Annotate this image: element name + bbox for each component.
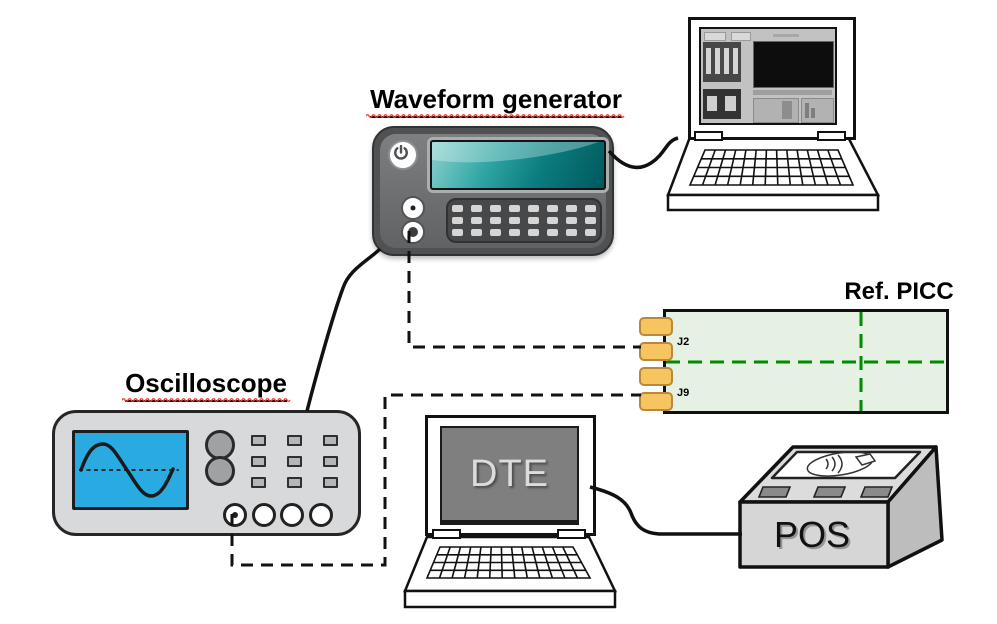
waveform-generator bbox=[372, 126, 614, 256]
bnc-channel-3-icon bbox=[280, 503, 304, 527]
picc-connector-3 bbox=[639, 367, 673, 386]
screen-gloss bbox=[432, 142, 604, 173]
contactless-icon bbox=[806, 451, 877, 477]
control-laptop-screen-bezel bbox=[688, 17, 856, 140]
keypad bbox=[446, 198, 602, 243]
pos-button bbox=[757, 486, 792, 498]
pos-label: POS bbox=[774, 514, 850, 555]
ui-panel bbox=[753, 98, 799, 123]
bnc-pin bbox=[408, 227, 418, 237]
dte-laptop-base bbox=[403, 535, 617, 609]
control-laptop-screen bbox=[699, 27, 837, 125]
ui-button bbox=[704, 32, 726, 41]
ref-picc-board bbox=[663, 309, 949, 414]
oscilloscope-title: Oscilloscope bbox=[116, 368, 296, 402]
dte-laptop-screen: DTE bbox=[440, 426, 579, 525]
laptop-hinge bbox=[817, 131, 846, 141]
waveform-thumbnail-plot bbox=[703, 42, 741, 82]
j9-label: J9 bbox=[677, 387, 690, 399]
oscilloscope-title-text: Oscilloscope bbox=[125, 368, 287, 402]
sine-wave-icon bbox=[79, 442, 179, 498]
dte-label: DTE bbox=[470, 452, 549, 495]
power-button-icon bbox=[388, 140, 418, 170]
pos-terminal: POS bbox=[738, 445, 944, 569]
ui-panel bbox=[801, 98, 834, 123]
oscilloscope-buttons bbox=[251, 435, 338, 488]
waveform-generator-screen bbox=[430, 140, 606, 190]
dte-laptop-screen-bezel: DTE bbox=[425, 415, 596, 536]
pos-button bbox=[859, 486, 894, 498]
oscilloscope-screen bbox=[72, 430, 189, 510]
bnc-output-connector-icon bbox=[401, 220, 425, 244]
picc-connector-j2 bbox=[639, 342, 673, 361]
spellcheck-squiggle bbox=[366, 114, 625, 118]
main-scope-plot bbox=[753, 41, 834, 88]
laptop-hinge bbox=[557, 529, 586, 539]
j2-label: J2 bbox=[677, 336, 690, 348]
pos-button bbox=[812, 486, 847, 498]
keyboard bbox=[688, 149, 855, 186]
bnc-connector-icon bbox=[401, 196, 425, 220]
waveform-generator-panel bbox=[380, 134, 606, 248]
picc-crosshair bbox=[666, 312, 946, 411]
laptop-hinge bbox=[432, 529, 461, 539]
picc-connector-j9 bbox=[639, 392, 673, 411]
bnc-channel-4-icon bbox=[309, 503, 333, 527]
ref-picc-title: Ref. PICC bbox=[844, 278, 954, 305]
knob-icon bbox=[205, 456, 235, 486]
oscilloscope bbox=[52, 410, 361, 536]
bnc-pin bbox=[232, 512, 238, 518]
cable-wg-to-osc bbox=[305, 247, 382, 412]
bnc-channel-1-icon bbox=[223, 503, 247, 527]
bnc-pin bbox=[410, 205, 416, 211]
ui-button bbox=[731, 32, 751, 41]
keyboard bbox=[425, 546, 592, 579]
ui-toolbar bbox=[753, 90, 832, 95]
pos-front-face bbox=[738, 500, 890, 569]
bnc-channel-2-icon bbox=[252, 503, 276, 527]
laptop-hinge bbox=[694, 131, 723, 141]
picc-connector-1 bbox=[639, 317, 673, 336]
spellcheck-squiggle bbox=[122, 398, 291, 402]
waveform-thumbnail-plot bbox=[703, 89, 741, 119]
control-laptop-base bbox=[666, 135, 881, 212]
ui-toolbar bbox=[773, 34, 799, 37]
